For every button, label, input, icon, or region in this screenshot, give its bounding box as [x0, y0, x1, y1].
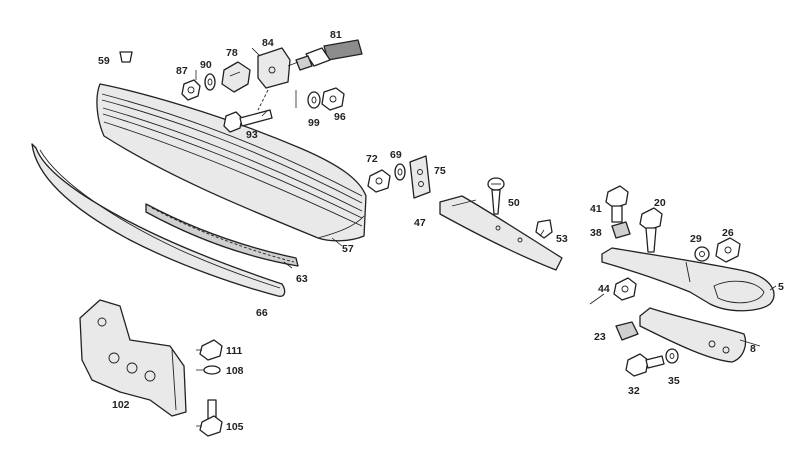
part-66-lower-strip [31, 143, 286, 297]
part-75-bracket [409, 155, 431, 199]
part-8-lower-corner [639, 307, 747, 363]
callout-78: 78 [226, 47, 238, 59]
callout-50: 50 [508, 197, 520, 209]
part-20-screw [639, 207, 663, 253]
callout-32: 32 [628, 385, 640, 397]
callout-35: 35 [668, 375, 680, 387]
part-32-bolt [625, 353, 665, 377]
callout-87: 87 [176, 65, 188, 77]
part-90-washer [204, 73, 216, 91]
callout-66: 66 [256, 307, 268, 319]
callout-96: 96 [334, 111, 346, 123]
leader-lines [195, 47, 777, 427]
part-23-clip [615, 321, 639, 341]
callout-111: 111 [226, 345, 243, 357]
callout-108: 108 [226, 365, 244, 377]
callout-23: 23 [594, 331, 606, 343]
callout-26: 26 [722, 227, 734, 239]
callout-38: 38 [590, 227, 602, 239]
part-99-washer [307, 91, 321, 109]
part-84-bracket [257, 47, 291, 111]
callout-20: 20 [654, 197, 666, 209]
part-102-mounting-plate [79, 299, 187, 417]
callout-81: 81 [330, 29, 342, 41]
callout-59: 59 [98, 55, 110, 67]
callout-57: 57 [342, 243, 354, 255]
callout-75: 75 [434, 165, 446, 177]
part-69-washer [394, 163, 406, 181]
part-63-rubber-strip [145, 203, 299, 267]
part-59-plug [119, 51, 133, 63]
callout-69: 69 [390, 149, 402, 161]
part-108-washer [203, 365, 221, 375]
callout-53: 53 [556, 233, 568, 245]
callout-99: 99 [308, 117, 320, 129]
part-41-bolt [605, 185, 629, 223]
callout-84: 84 [262, 37, 274, 49]
callout-90: 90 [200, 59, 212, 71]
part-96-nut [321, 87, 345, 111]
callout-44: 44 [598, 283, 610, 295]
callout-72: 72 [366, 153, 378, 165]
callout-29: 29 [690, 233, 702, 245]
part-47-side-bracket [439, 195, 563, 271]
callout-labels: 59 87 90 78 84 81 93 99 96 72 69 75 50 4… [98, 29, 784, 433]
part-111-nut [199, 339, 223, 361]
part-26-nut [715, 237, 741, 263]
callout-63: 63 [296, 273, 308, 285]
part-38-clip [611, 221, 631, 239]
callout-41: 41 [590, 203, 602, 215]
part-72-nut [367, 169, 391, 193]
part-87-nut [181, 79, 201, 101]
callout-102: 102 [112, 399, 130, 411]
callout-8: 8 [750, 343, 756, 355]
part-5-corner-section [601, 247, 775, 312]
part-53-clip [535, 219, 553, 239]
callout-47: 47 [414, 217, 426, 229]
callout-105: 105 [226, 421, 244, 433]
part-50-screw [487, 177, 505, 215]
part-44-nut [613, 277, 637, 301]
callout-93: 93 [246, 129, 258, 141]
part-78-rubber-block [221, 61, 251, 93]
callout-5: 5 [778, 281, 784, 293]
part-35-washer [665, 348, 679, 364]
part-105-bolt [199, 399, 223, 437]
part-29-washer [694, 246, 710, 262]
part-81-shock-absorber [287, 39, 363, 71]
